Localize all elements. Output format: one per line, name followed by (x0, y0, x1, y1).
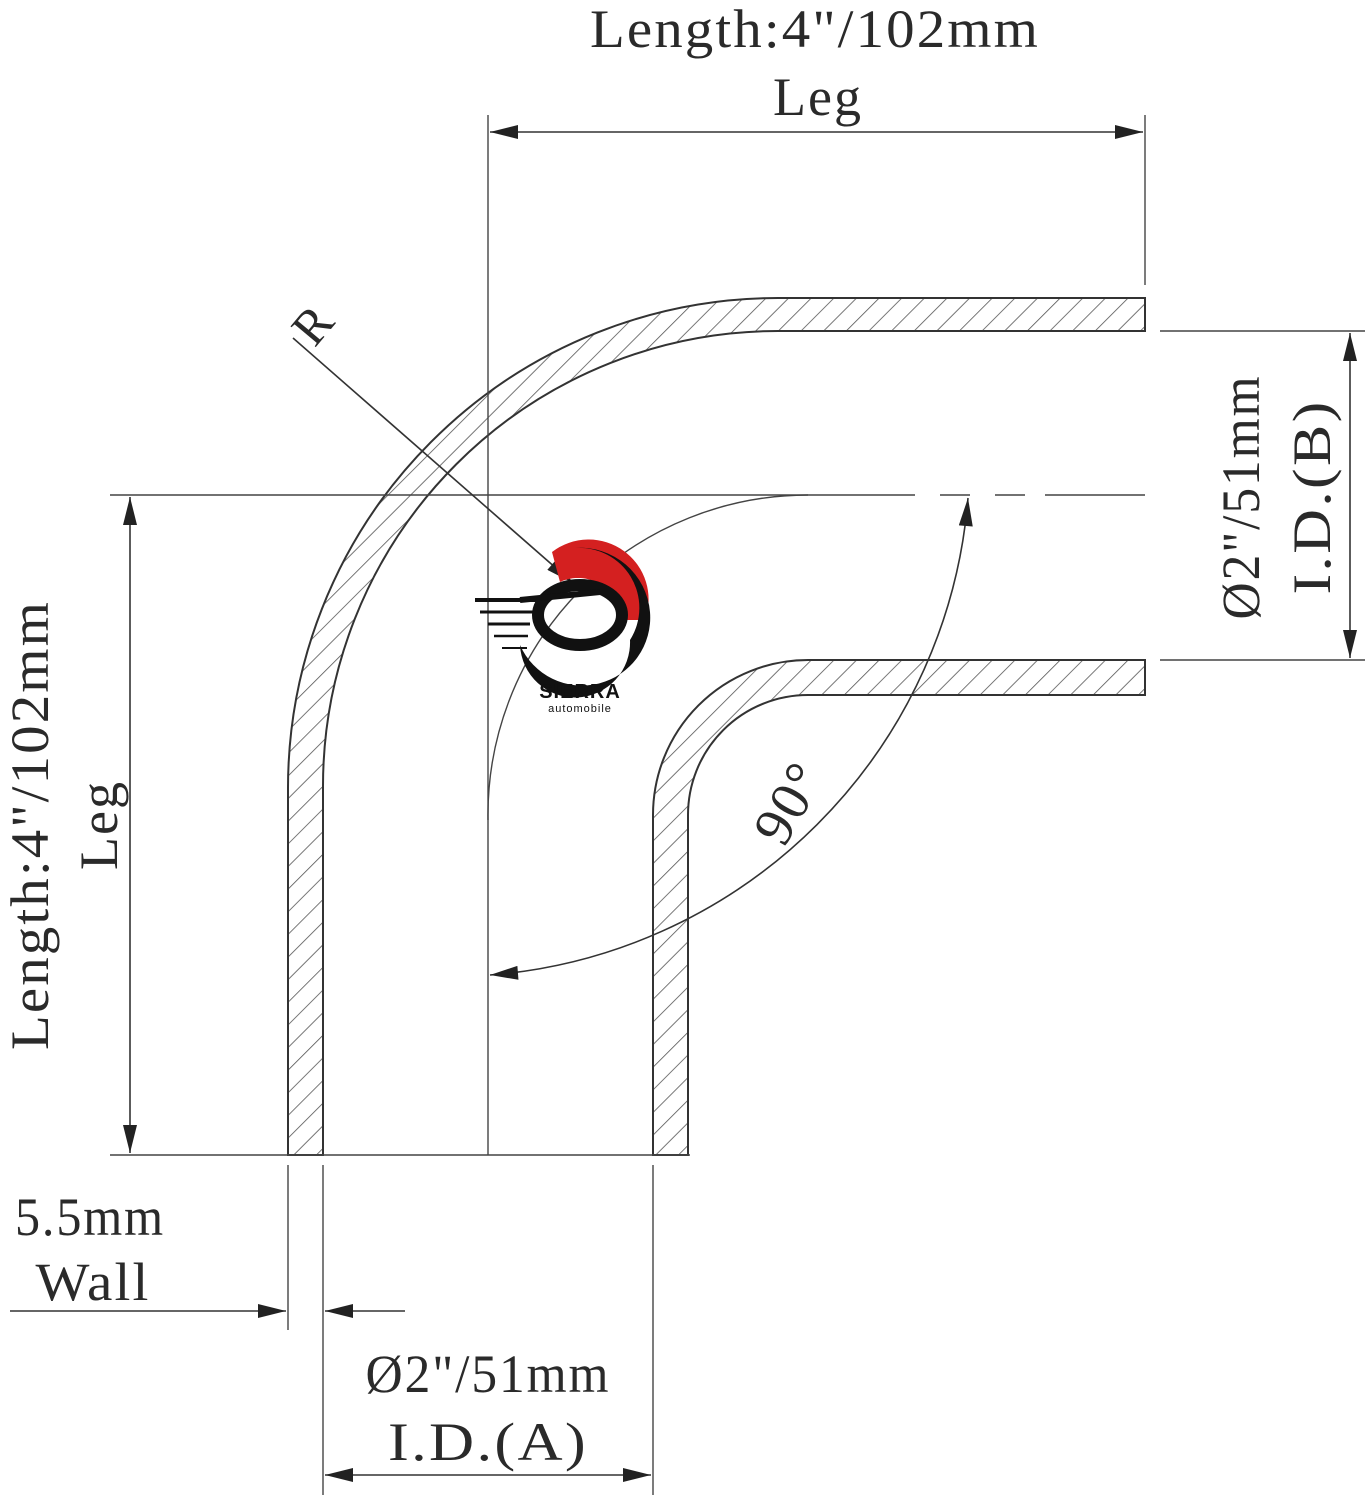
logo-name: SIERRA (539, 681, 621, 703)
inner-wall (652, 659, 1146, 1156)
centerlines (110, 115, 1145, 1155)
wall-word-label: Wall (36, 1252, 151, 1312)
elbow-walls (286, 297, 1146, 1156)
radius-label: R (280, 293, 346, 356)
bottom-id-label: I.D.(A) (388, 1412, 588, 1472)
right-id-label: I.D.(B) (1282, 400, 1342, 595)
top-length-label: Length:4"/102mm (590, 0, 1040, 59)
helmet-icon (475, 539, 651, 698)
dimension-texts: Length:4"/102mm Leg Length:4"/102mm Leg … (0, 0, 1342, 1472)
extension-lines (110, 115, 1365, 1495)
sierra-logo: SIERRA automobile (475, 539, 651, 715)
dimension-lines (10, 125, 1357, 1482)
centerline-arc (487, 494, 809, 821)
outer-wall (286, 297, 1146, 1156)
angle-arc (489, 497, 973, 980)
bottom-diameter-label: Ø2"/51mm (366, 1344, 611, 1404)
left-leg-label: Leg (69, 780, 129, 870)
logo-subtitle: automobile (548, 703, 612, 715)
top-leg-label: Leg (773, 67, 863, 127)
wall-thickness-label: 5.5mm (15, 1187, 165, 1247)
angle-label: 90° (741, 751, 837, 855)
left-length-label: Length:4"/102mm (0, 600, 60, 1050)
right-diameter-label: Ø2"/51mm (1211, 375, 1271, 620)
